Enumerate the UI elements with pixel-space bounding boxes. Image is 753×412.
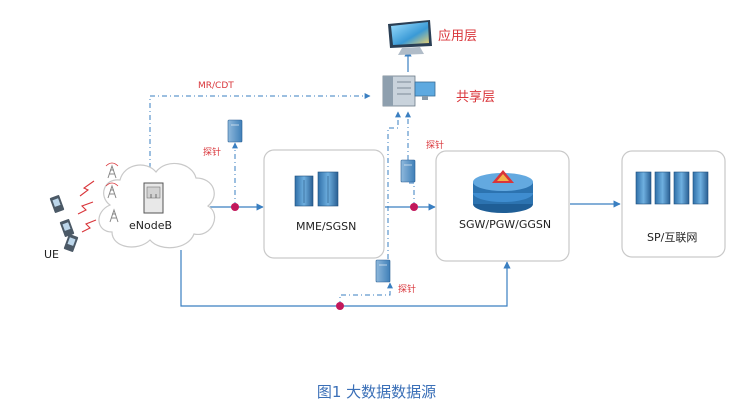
- radio-wave-icon: [105, 162, 119, 187]
- link-probe3-share: [387, 111, 401, 259]
- ue-label: UE: [44, 248, 59, 261]
- enodeb-label: eNodeB: [129, 219, 172, 232]
- signal-icon: [77, 180, 97, 233]
- monitor-icon: [388, 20, 432, 55]
- antenna-icon: [107, 164, 119, 223]
- probe-device-icon: [400, 159, 416, 183]
- mme-sgsn-label: MME/SGSN: [296, 220, 356, 233]
- probe-links: [149, 93, 415, 306]
- sp-internet-label: SP/互联网: [647, 231, 697, 244]
- phone-icon: [49, 195, 65, 213]
- sgw-pgw-ggsn-label: SGW/PGW/GGSN: [459, 218, 551, 231]
- tap-point-2: [410, 203, 418, 211]
- server-rack-icon: [635, 171, 709, 205]
- server-rack-icon: [294, 171, 339, 207]
- figure-caption: 图1 大数据数据源: [316, 383, 437, 401]
- link-mr-cdt: [149, 93, 371, 180]
- link-probe3-tap: [339, 282, 393, 306]
- router-icon: [473, 170, 533, 213]
- probe-device-icon: [227, 119, 243, 143]
- tap-point-3: [336, 302, 344, 310]
- probe-label-2: 探针: [426, 139, 444, 151]
- mr-cdt-label: MR/CDT: [198, 81, 234, 91]
- phone-icon: [63, 234, 79, 252]
- probe-label-3: 探针: [398, 283, 416, 295]
- share-layer-label: 共享层: [456, 89, 495, 105]
- phone-icon: [59, 219, 75, 237]
- probe-label-1: 探针: [203, 146, 221, 158]
- monitor-icon: [414, 81, 436, 100]
- app-layer-label: 应用层: [438, 28, 477, 44]
- enodeb-device-icon: [143, 182, 164, 214]
- link-probe2-tap: [408, 182, 415, 207]
- tap-point-1: [231, 203, 239, 211]
- server-rack-icon: [382, 75, 416, 107]
- probe-device-icon: [375, 259, 391, 283]
